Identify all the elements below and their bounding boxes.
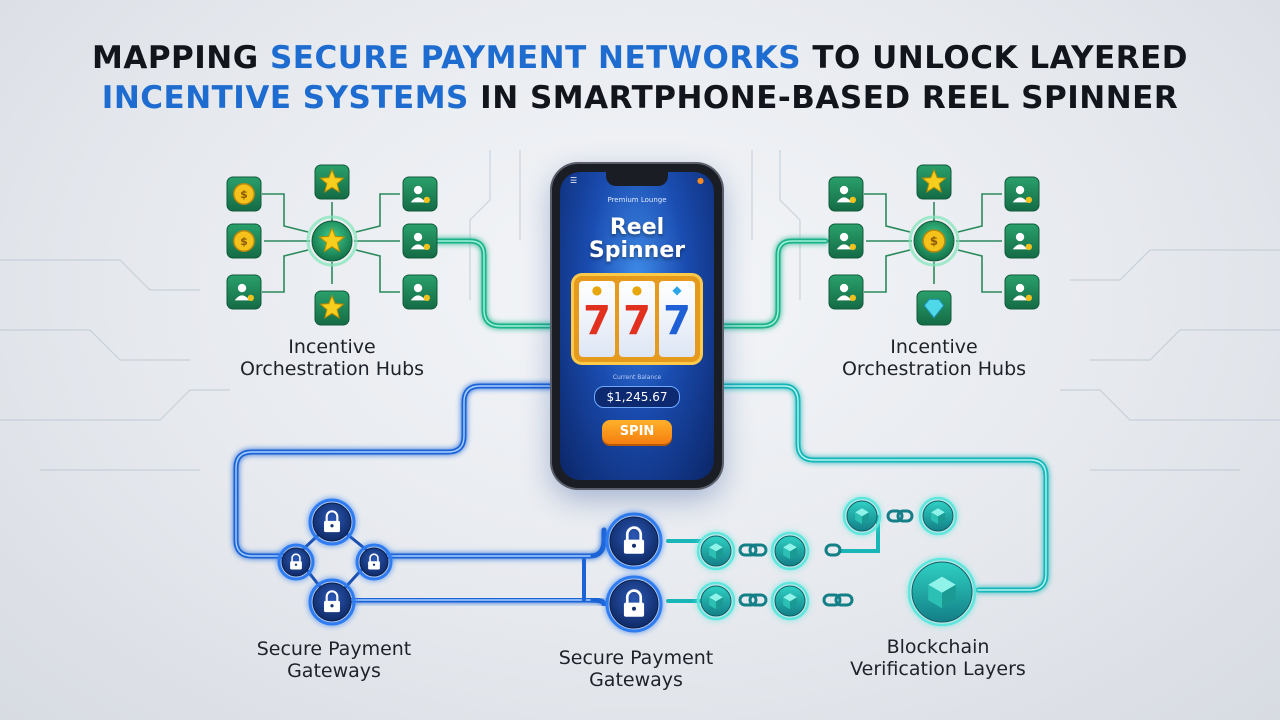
blockchain-connections — [666, 383, 1049, 603]
reel-1: ● 7 — [579, 281, 615, 357]
icon-layer: $ $ $ — [226, 164, 1040, 633]
block-node-6-cube-icon — [918, 496, 958, 536]
app-title: Premium Lounge — [607, 196, 667, 204]
spin-button[interactable]: SPIN — [602, 420, 672, 444]
chain-links — [738, 509, 914, 607]
reel-2: ● 7 — [619, 281, 655, 357]
reel-2-symbol: 7 — [623, 298, 651, 344]
coin-symbol-icon: ● — [631, 283, 643, 297]
settings-dot-icon[interactable]: ● — [697, 176, 704, 185]
title-line-1: Mapping Secure Payment Networks to Unloc… — [91, 40, 1188, 76]
lock-node-5-lock-icon — [605, 512, 663, 570]
status-bar: ☰ ● — [570, 176, 704, 185]
balance-display: $1,245.67 — [594, 386, 680, 408]
left-hub-user-icon-5 — [402, 223, 438, 259]
payment-connections — [233, 383, 607, 607]
block-node-2-cube-icon — [770, 531, 810, 571]
block-node-7-cube-icon — [907, 557, 977, 627]
right-hub-user-icon-3 — [1004, 176, 1040, 212]
background-circuit-traces — [0, 150, 1280, 471]
block-node-1-cube-icon — [696, 531, 736, 571]
right-hub-star-icon-2 — [916, 164, 952, 200]
block-node-3-cube-icon — [696, 581, 736, 621]
slot-reels: ● 7 ● 7 ◆ 7 — [574, 276, 700, 362]
left-hub-star-icon-7 — [314, 290, 350, 326]
left-hub-user-icon-8 — [402, 274, 438, 310]
left-hub-center-star-icon — [306, 215, 358, 267]
menu-icon[interactable]: ☰ — [570, 176, 578, 185]
left-hub-coin-icon-1: $ — [226, 176, 262, 212]
balance-caption: Current Balance — [612, 374, 662, 381]
lock-node-3-lock-icon — [355, 543, 393, 581]
right-hub-user-icon-6 — [828, 274, 864, 310]
svg-text:$: $ — [930, 234, 938, 248]
block-node-5-cube-icon — [842, 496, 882, 536]
incentive-connections — [433, 238, 829, 329]
diamond-symbol-icon: ◆ — [672, 283, 682, 297]
title-line-2: Incentive Systems in Smartphone-Based Re… — [101, 80, 1179, 116]
left-hub-user-icon-3 — [402, 176, 438, 212]
phone-notch — [606, 172, 668, 186]
coin-symbol-icon: ● — [591, 283, 603, 297]
right-hub-center-coin-icon: $ — [908, 215, 960, 267]
right-hub-user-icon-4 — [828, 223, 864, 259]
lock-node-6-lock-icon — [605, 575, 663, 633]
lock-node-2-lock-icon — [277, 543, 315, 581]
reel-3: ◆ 7 — [659, 281, 695, 357]
left-hub-star-icon-2 — [314, 164, 350, 200]
right-hub-user-icon-5 — [1004, 223, 1040, 259]
left-hub-coin-icon-4: $ — [226, 223, 262, 259]
lock-node-1-lock-icon — [308, 498, 356, 546]
right-hub-user-icon-8 — [1004, 274, 1040, 310]
reel-1-symbol: 7 — [583, 298, 611, 344]
lock-node-4-lock-icon — [308, 578, 356, 626]
block-node-4-cube-icon — [770, 581, 810, 621]
right-hub-diamond-icon-7 — [916, 290, 952, 326]
svg-text:$: $ — [240, 235, 248, 248]
reel-3-symbol: 7 — [663, 298, 691, 344]
svg-text:$: $ — [240, 188, 248, 201]
left-hub-user-icon-6 — [226, 274, 262, 310]
right-hub-user-icon-1 — [828, 176, 864, 212]
